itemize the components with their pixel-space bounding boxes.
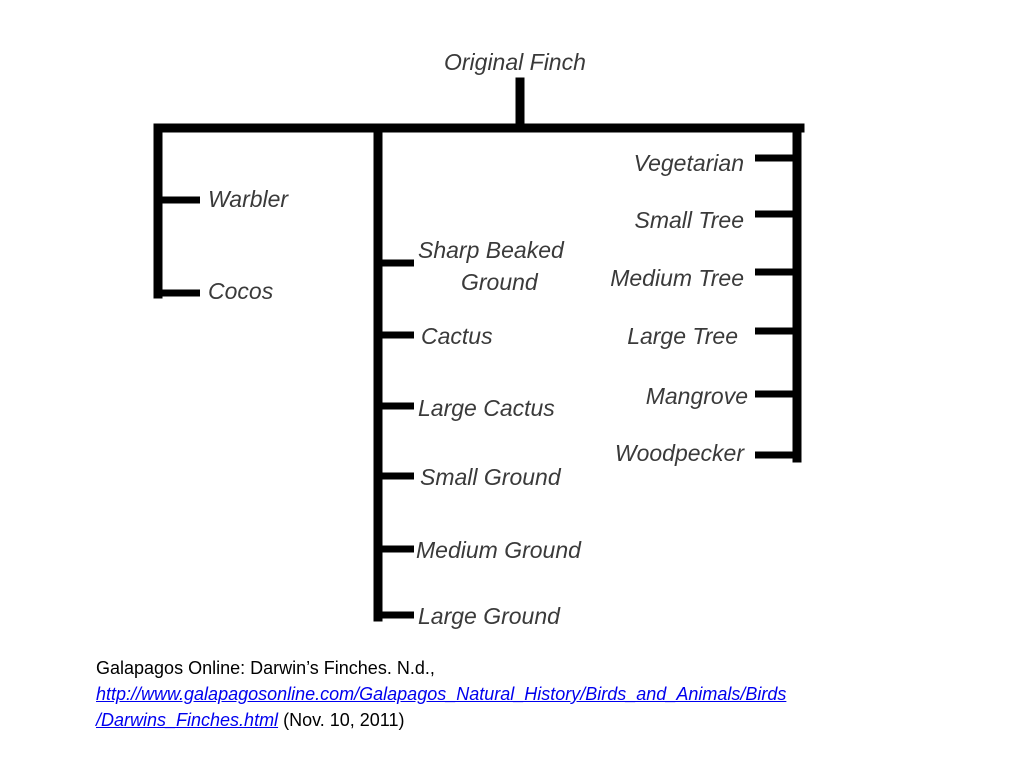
middle-label-cactus: Cactus <box>421 323 493 349</box>
middle-label-ground: Ground <box>461 269 539 295</box>
middle-label-large-cactus: Large Cactus <box>418 395 555 421</box>
tree-lines <box>153 77 805 622</box>
citation-link[interactable]: http://www.galapagosonline.com/Galapagos… <box>96 684 786 730</box>
right-label-large-tree: Large Tree <box>627 323 738 349</box>
middle-label-large-ground: Large Ground <box>418 603 561 629</box>
citation-url-line1: http://www.galapagosonline.com/Galapagos… <box>96 684 787 704</box>
middle-label-sharp-beaked: Sharp Beaked <box>418 237 565 263</box>
left-label-warbler: Warbler <box>208 186 289 212</box>
left-label-cocos: Cocos <box>208 278 274 304</box>
middle-label-small-ground: Small Ground <box>420 464 562 490</box>
citation-source: Galapagos Online: Darwin’s Finches. N.d.… <box>96 658 435 678</box>
right-label-small-tree: Small Tree <box>635 207 745 233</box>
root-label: Original Finch <box>444 49 586 75</box>
finch-tree-diagram: Original Finch Warbler Cocos Sharp Beake… <box>153 49 805 629</box>
right-label-vegetarian: Vegetarian <box>634 150 744 176</box>
citation-accessed: (Nov. 10, 2011) <box>283 710 405 730</box>
right-label-mangrove: Mangrove <box>646 383 748 409</box>
middle-label-medium-ground: Medium Ground <box>416 537 582 563</box>
citation: Galapagos Online: Darwin’s Finches. N.d.… <box>96 655 936 733</box>
right-label-medium-tree: Medium Tree <box>610 265 744 291</box>
tree-labels: Original Finch Warbler Cocos Sharp Beake… <box>208 49 748 629</box>
citation-url-line2: /Darwins_Finches.html <box>96 710 279 730</box>
right-label-woodpecker: Woodpecker <box>615 440 745 466</box>
